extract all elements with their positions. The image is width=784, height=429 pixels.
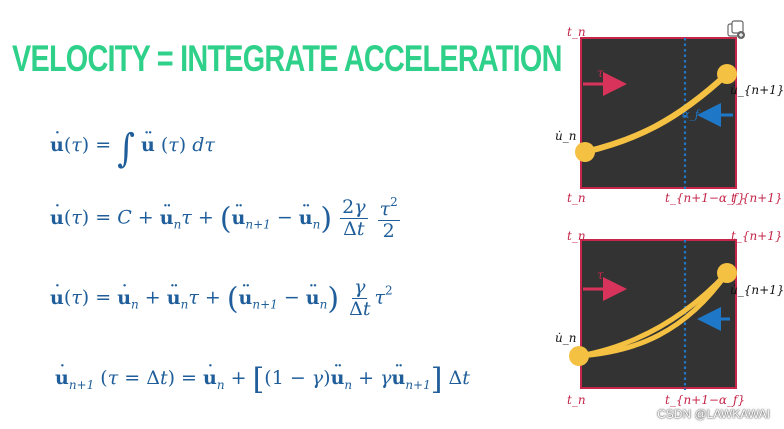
curve-bottom-lower <box>576 270 730 359</box>
left-value-bottom: u̇_n <box>555 331 576 345</box>
point-end-bottom <box>717 263 737 283</box>
point-start-top <box>575 142 595 162</box>
right-value-top: u̇_{n+1} <box>730 83 784 97</box>
right-value-bottom: u̇_{n+1} <box>730 283 784 297</box>
equation-velocity-integral: u(τ) = ∫ u (τ) dτ <box>50 127 215 169</box>
copy-icon[interactable] <box>726 20 746 40</box>
tau-label-bottom: τ <box>597 268 604 282</box>
slide-title: VELOCITY = INTEGRATE ACCELERATION <box>12 38 562 79</box>
left-value-top: u̇_n <box>555 129 576 143</box>
corner-bl-top: t_n <box>567 191 586 205</box>
diagram-bottom: τ t_n t_{n+1} t_n t_{n+1−α_f} u̇_n u̇_{n… <box>555 228 784 413</box>
point-end-top <box>717 64 737 84</box>
corner-tl-bottom: t_n <box>567 229 586 243</box>
corner-tl-top: t_n <box>567 25 586 39</box>
corner-tr-bottom: t_{n+1} <box>731 229 783 243</box>
watermark: CSDN @LAWKAWAI <box>657 407 770 421</box>
diagram-top: τ α_f t_n t_n t_{n+1} t_{n+1−α_f} u̇_n u… <box>555 22 784 207</box>
bottom-mid-bottom: t_{n+1−α_f} <box>665 393 745 407</box>
corner-br-top: t_{n+1} <box>731 191 783 205</box>
curve-top <box>582 71 730 155</box>
panel-top <box>580 37 737 189</box>
corner-bl-bottom: t_n <box>567 393 586 407</box>
alpha-label-top: α_f <box>682 108 701 121</box>
point-start-bottom <box>569 346 589 366</box>
tau-label-top: τ <box>597 66 604 80</box>
bottom-mid-top: t_{n+1−α_f} <box>665 191 745 205</box>
panel-bottom <box>580 239 737 389</box>
equation-velocity-update: un+1 (τ = Δt) = un + [(1 − γ)un + γun+1]… <box>55 360 470 395</box>
